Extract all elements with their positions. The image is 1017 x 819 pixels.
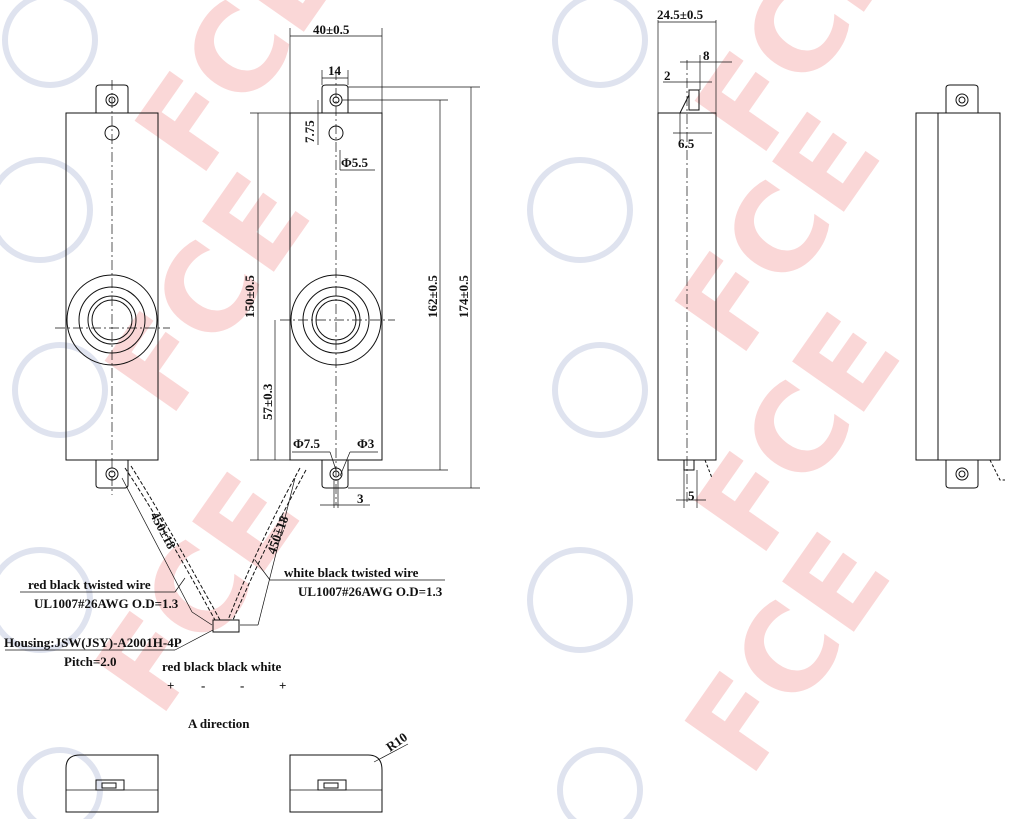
dim-5: 5 bbox=[688, 488, 695, 503]
dim-bottom-small-hole: Φ3 bbox=[357, 436, 375, 451]
svg-text:FCE: FCE bbox=[660, 510, 918, 796]
dim-2: 2 bbox=[664, 68, 671, 83]
front-view-dimensioned: 40±0.5 14 7.75 Φ5.5 150±0.5 57±0.3 162±0… bbox=[242, 22, 480, 508]
dim-tab: 14 bbox=[328, 63, 342, 78]
dim-bottom-offset: 3 bbox=[357, 491, 364, 506]
dim-inner-length: 162±0.5 bbox=[425, 275, 440, 318]
pin-polarity-1: + bbox=[167, 678, 174, 693]
wires: 450±18 450±18 red black twisted wire UL1… bbox=[4, 465, 445, 731]
pin-polarity-2: - bbox=[201, 678, 205, 693]
front-view-left bbox=[55, 80, 170, 495]
dim-radius: R10 bbox=[383, 729, 410, 754]
dim-hole-offset: 7.75 bbox=[302, 120, 317, 143]
connector-housing bbox=[212, 619, 240, 633]
watermark-logos bbox=[0, 0, 648, 819]
rear-view bbox=[915, 84, 1005, 489]
svg-text:FCE: FCE bbox=[70, 450, 328, 736]
right-wire-label: white black twisted wire bbox=[284, 565, 419, 580]
pitch-label: Pitch=2.0 bbox=[64, 654, 117, 669]
dim-width: 40±0.5 bbox=[313, 22, 350, 37]
dim-depth: 24.5±0.5 bbox=[657, 7, 704, 22]
direction-label: A direction bbox=[188, 716, 250, 731]
side-view: 24.5±0.5 8 2 6.5 5 bbox=[657, 7, 732, 508]
dim-overall-length: 174±0.5 bbox=[456, 275, 471, 318]
pin-polarity-3: - bbox=[240, 678, 244, 693]
watermark-text: FCE FCE FCE FCE FCE FCE FCE bbox=[70, 0, 928, 797]
dim-hole-spacing: 150±0.5 bbox=[242, 275, 257, 318]
bottom-views: R10 bbox=[65, 729, 410, 813]
dim-hole-dia: Φ5.5 bbox=[341, 155, 369, 170]
dim-6-5: 6.5 bbox=[678, 136, 695, 151]
pin-colors: red black black white bbox=[162, 659, 282, 674]
left-wire-label: red black twisted wire bbox=[28, 577, 151, 592]
dim-bottom-hole: Φ7.5 bbox=[293, 436, 321, 451]
dim-center: 57±0.3 bbox=[260, 383, 275, 420]
dim-8: 8 bbox=[703, 48, 710, 63]
housing-label: Housing:JSW(JSY)-A2001H-4P bbox=[4, 635, 182, 650]
pin-polarity-4: + bbox=[279, 678, 286, 693]
left-wire-spec: UL1007#26AWG O.D=1.3 bbox=[34, 596, 179, 611]
right-wire-spec: UL1007#26AWG O.D=1.3 bbox=[298, 584, 443, 599]
